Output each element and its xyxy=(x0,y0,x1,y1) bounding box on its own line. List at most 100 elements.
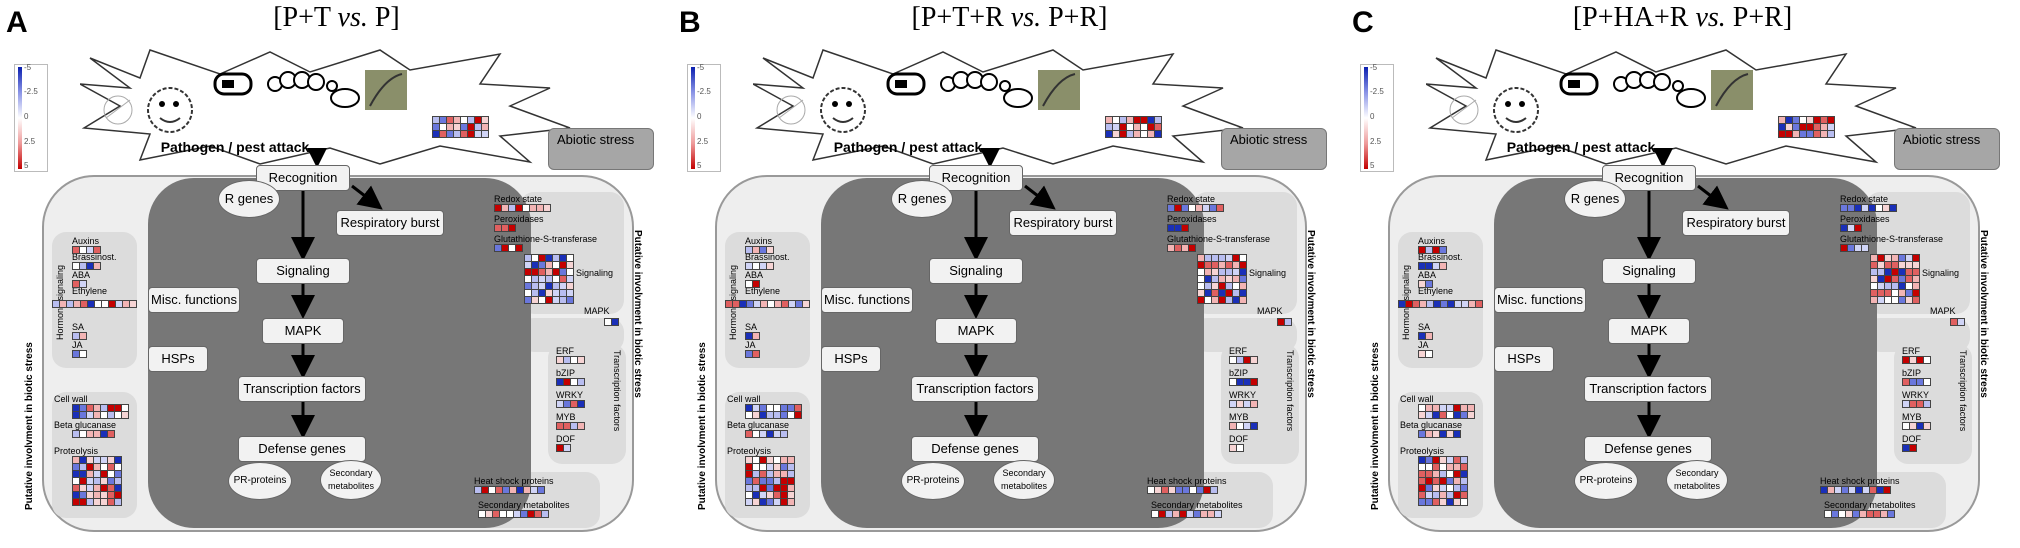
heatmap-cell xyxy=(130,301,136,307)
heatmap-cell xyxy=(1106,124,1112,130)
heatmap-cell xyxy=(87,478,93,484)
heatmap-cell xyxy=(557,423,563,429)
heatmap-cell xyxy=(80,499,86,505)
heatmap-cell xyxy=(1917,379,1923,385)
heatmap-cell xyxy=(1240,255,1246,261)
expression-heatmap xyxy=(1147,486,1218,494)
expression-heatmap xyxy=(1418,280,1433,288)
heatmap-cell xyxy=(503,487,509,493)
heatmap-cell xyxy=(94,485,100,491)
heatmap-cell xyxy=(567,262,573,268)
heatmap-cell xyxy=(1230,379,1236,385)
panel-title: [P+T+R vs. P+R] xyxy=(911,2,1108,33)
heatmap-cell xyxy=(1800,124,1806,130)
heatmap-cell xyxy=(495,225,501,231)
heatmap-cell xyxy=(1468,405,1474,411)
heatmap-cell xyxy=(753,333,759,339)
heatmap-cell xyxy=(523,205,529,211)
misc-functions-node: Misc. functions xyxy=(821,287,913,313)
heatmap-cell xyxy=(767,263,773,269)
transcription-factors-node: Transcription factors xyxy=(911,376,1039,402)
expression-heatmap xyxy=(1229,444,1244,452)
heatmap-cell xyxy=(101,457,107,463)
expression-heatmap xyxy=(72,430,115,438)
aphid-icon xyxy=(1672,80,1706,108)
heatmap-cell xyxy=(1237,379,1243,385)
heatmap-cell xyxy=(1906,269,1912,275)
heatmap-cell xyxy=(1168,245,1174,251)
heatmap-cell xyxy=(564,445,570,451)
heatmap-cell xyxy=(88,301,94,307)
heatmap-cell xyxy=(81,301,87,307)
abiotic-stress-label: Abiotic stress xyxy=(1230,132,1308,147)
heatmap-cell xyxy=(1903,423,1909,429)
caterpillar-icon xyxy=(940,71,998,92)
heatmap-cell xyxy=(1155,131,1161,137)
heatmap-cell xyxy=(1440,478,1446,484)
putative-left-label: Putative involvment in biotic stress xyxy=(697,342,708,510)
heatmap-cell xyxy=(571,423,577,429)
heatmap-cell xyxy=(440,117,446,123)
heatmap-cell xyxy=(87,247,93,253)
heatmap-cell xyxy=(760,263,766,269)
heatmap-cell xyxy=(87,499,93,505)
peroxidases-label: Peroxidases xyxy=(1840,214,1890,224)
mapk-label: MAPK xyxy=(584,306,610,316)
color-scale-bar xyxy=(1364,67,1368,169)
heatmap-cell xyxy=(532,262,538,268)
heatmap-cell xyxy=(1419,457,1425,463)
beta-glucanase-label: Beta glucanase xyxy=(1400,420,1463,430)
ja-label: JA xyxy=(745,340,756,350)
expression-heatmap xyxy=(1398,300,1483,308)
heatmap-cell xyxy=(482,117,488,123)
heatmap-cell xyxy=(1899,297,1905,303)
peroxidases-label: Peroxidases xyxy=(1167,214,1217,224)
heatmap-cell xyxy=(94,263,100,269)
heatmap-cell xyxy=(73,247,79,253)
secondary-metabolites-node: Secondary metabolites xyxy=(1666,460,1728,500)
heatmap-cell xyxy=(1883,205,1889,211)
aphid-icon xyxy=(999,80,1033,108)
heatmap-cell xyxy=(1168,225,1174,231)
heatmap-cell xyxy=(560,290,566,296)
heatmap-cell xyxy=(1440,471,1446,477)
heatmap-cell xyxy=(1198,255,1204,261)
heatmap-cell xyxy=(567,255,573,261)
heatmap-cell xyxy=(1825,511,1831,517)
heatmap-cell xyxy=(774,457,780,463)
heatmap-cell xyxy=(1433,485,1439,491)
expression-heatmap xyxy=(745,280,760,288)
heatmap-cell xyxy=(94,492,100,498)
secondary-metabolites-node: Secondary metabolites xyxy=(993,460,1055,500)
heatmap-cell xyxy=(553,297,559,303)
heatmap-cell xyxy=(1141,117,1147,123)
heatmap-cell xyxy=(1419,492,1425,498)
aba-label: ABA xyxy=(72,270,91,280)
mapk-node: MAPK xyxy=(1608,318,1690,344)
expression-heatmap xyxy=(745,246,774,254)
heatmap-cell xyxy=(1230,445,1236,451)
misc-functions-node: Misc. functions xyxy=(1494,287,1586,313)
heatmap-cell xyxy=(1888,511,1894,517)
heatmap-cell xyxy=(1454,471,1460,477)
respiratory-burst-node: Respiratory burst xyxy=(1682,210,1790,236)
heatmap-cell xyxy=(1786,131,1792,137)
heatmap-cell xyxy=(1226,283,1232,289)
heatmap-cell xyxy=(115,457,121,463)
heatmap-cell xyxy=(1842,487,1848,493)
wrky-label: WRKY xyxy=(1902,390,1929,400)
heatmap-cell xyxy=(115,492,121,498)
heatmap-cell xyxy=(746,263,752,269)
heatmap-cell xyxy=(101,471,107,477)
heatmap-cell xyxy=(1251,379,1257,385)
scale-tick: 2.5 xyxy=(1370,137,1382,146)
proteolysis-label: Proteolysis xyxy=(727,446,772,456)
pathogen-burst: Pathogen / pest attack xyxy=(1426,49,1917,165)
heatmap-cell xyxy=(108,412,114,418)
heatmap-cell xyxy=(1892,297,1898,303)
heatmap-cell xyxy=(1892,262,1898,268)
gst-label: Glutathione-S-transferase xyxy=(494,234,598,244)
heatmap-cell xyxy=(1175,225,1181,231)
heatmap-cell xyxy=(1846,511,1852,517)
heatmap-cell xyxy=(781,478,787,484)
